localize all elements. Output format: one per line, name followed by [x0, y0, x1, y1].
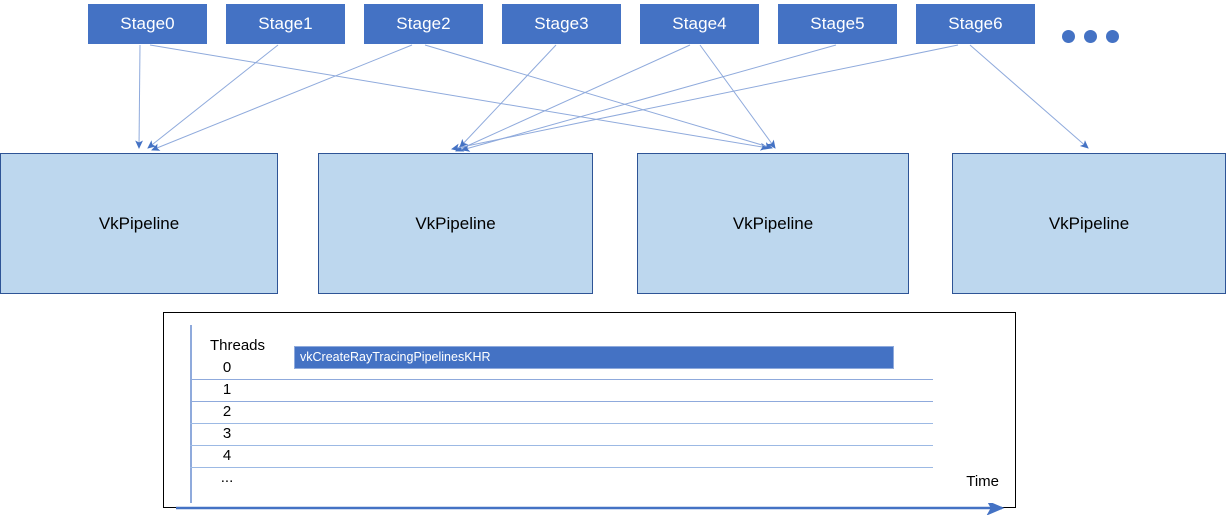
gantt-bar-vkcreateraytracingpipelineskhr[interactable]: vkCreateRayTracingPipelinesKHR — [294, 346, 894, 369]
dot-icon — [1084, 30, 1097, 43]
pipeline-label: VkPipeline — [98, 214, 180, 233]
dot-icon — [1106, 30, 1119, 43]
thread-label-2: 2 — [222, 403, 232, 420]
stage-box-0[interactable]: Stage0 — [88, 4, 207, 44]
thread-separator-line — [190, 423, 933, 424]
pipeline-box-3[interactable]: VkPipeline — [952, 153, 1226, 294]
stage-label: Stage1 — [258, 14, 313, 33]
stage-box-1[interactable]: Stage1 — [226, 4, 345, 44]
thread-separator-line — [190, 379, 933, 380]
thread-label-4: 4 — [222, 447, 232, 464]
time-axis-arrow — [176, 503, 1005, 515]
stage-label: Stage0 — [120, 14, 175, 33]
dot-icon — [1062, 30, 1075, 43]
stage-box-2[interactable]: Stage2 — [364, 4, 483, 44]
pipeline-label: VkPipeline — [732, 214, 814, 233]
gantt-bar-label: vkCreateRayTracingPipelinesKHR — [300, 350, 491, 364]
stage-label: Stage4 — [672, 14, 727, 33]
more-stages-ellipsis-icon — [1062, 30, 1119, 43]
stage-box-5[interactable]: Stage5 — [778, 4, 897, 44]
thread-separator-line — [190, 467, 933, 468]
thread-label-0: 0 — [222, 359, 232, 376]
pipeline-label: VkPipeline — [1048, 214, 1130, 233]
pipeline-box-2[interactable]: VkPipeline — [637, 153, 909, 294]
stage-box-6[interactable]: Stage6 — [916, 4, 1035, 44]
time-axis-label: Time — [966, 473, 999, 490]
thread-separator-line — [190, 445, 933, 446]
threads-header-label: Threads — [210, 337, 266, 354]
stage-label: Stage5 — [810, 14, 865, 33]
stage-label: Stage2 — [396, 14, 451, 33]
timeline-panel: Threads 0 1 2 3 4 ... vkCreateRayTracing… — [163, 312, 1016, 508]
stage-box-3[interactable]: Stage3 — [502, 4, 621, 44]
pipeline-box-0[interactable]: VkPipeline — [0, 153, 278, 294]
stage-label: Stage6 — [948, 14, 1003, 33]
pipeline-box-1[interactable]: VkPipeline — [318, 153, 593, 294]
thread-separator-line — [190, 401, 933, 402]
pipeline-label: VkPipeline — [415, 214, 496, 233]
stage-box-4[interactable]: Stage4 — [640, 4, 759, 44]
thread-label-more: ... — [220, 469, 234, 486]
timeline-vertical-axis — [190, 325, 192, 503]
stage-label: Stage3 — [534, 14, 589, 33]
thread-label-1: 1 — [222, 381, 232, 398]
thread-label-3: 3 — [222, 425, 232, 442]
